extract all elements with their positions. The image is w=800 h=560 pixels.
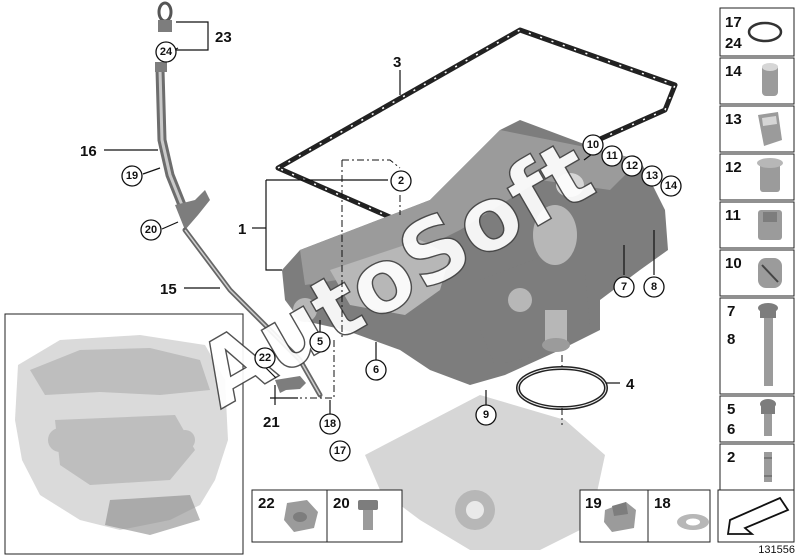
tube-clip: [275, 376, 306, 393]
callout-9: 9: [475, 404, 497, 426]
svg-text:8: 8: [727, 331, 735, 348]
svg-text:11: 11: [725, 207, 741, 224]
label-23: 23: [215, 29, 232, 46]
svg-text:22: 22: [259, 352, 271, 364]
leader-lines: [104, 21, 655, 425]
svg-text:5: 5: [317, 336, 323, 348]
svg-text:2: 2: [398, 175, 404, 187]
label-1: 1: [238, 221, 246, 238]
callout-5: 5: [309, 331, 331, 353]
callout-7: 7: [613, 276, 635, 298]
svg-text:17: 17: [334, 445, 346, 457]
callout-11: 11: [601, 145, 623, 167]
svg-text:17: 17: [725, 14, 742, 31]
callout-6: 6: [365, 359, 387, 381]
svg-text:6: 6: [727, 421, 735, 438]
part-box-2: 2: [719, 443, 795, 491]
svg-text:18: 18: [654, 495, 671, 512]
svg-text:19: 19: [585, 495, 602, 512]
svg-text:12: 12: [626, 160, 638, 172]
callout-17: 17: [329, 440, 351, 462]
callout-13: 13: [641, 165, 663, 187]
parts-sidebar: 17 24 14 13 12 11: [719, 7, 795, 491]
engine-inset: [4, 313, 244, 555]
callout-12: 12: [621, 155, 643, 177]
callout-10: 10: [582, 134, 604, 156]
label-16: 16: [80, 143, 97, 160]
callout-2: 2: [390, 170, 412, 192]
svg-text:7: 7: [621, 281, 627, 293]
part-box-19-18: 19 18: [579, 489, 711, 543]
callout-18: 18: [319, 413, 341, 435]
svg-text:20: 20: [333, 495, 350, 512]
part-box-10: 10: [719, 249, 795, 297]
svg-text:8: 8: [651, 281, 657, 293]
svg-text:12: 12: [725, 159, 742, 176]
svg-text:22: 22: [258, 495, 275, 512]
part-box-14: 14: [719, 57, 795, 105]
nav-arrow-icon[interactable]: [717, 489, 795, 543]
part-box-7-8: 7 8: [719, 297, 795, 395]
main-labels: 23 16 15 1 3 4 21: [80, 29, 635, 431]
part-box-11: 11: [719, 201, 795, 249]
svg-text:2: 2: [727, 449, 735, 466]
svg-text:10: 10: [587, 139, 599, 151]
label-21: 21: [263, 414, 280, 431]
part-box-22-20: 22 20: [251, 489, 403, 543]
label-3: 3: [393, 54, 401, 71]
callout-22: 22: [254, 347, 276, 369]
callout-24: 24: [155, 41, 177, 63]
part-box-5-6: 5 6: [719, 395, 795, 443]
bottom-part-boxes: 22 20 19 18: [251, 489, 795, 543]
svg-text:24: 24: [725, 35, 742, 52]
svg-text:10: 10: [725, 255, 742, 272]
svg-text:19: 19: [126, 170, 138, 182]
callout-14: 14: [660, 175, 682, 197]
part-box-17-24: 17 24: [719, 7, 795, 57]
svg-text:18: 18: [324, 418, 336, 430]
svg-text:14: 14: [725, 63, 742, 80]
svg-text:6: 6: [373, 364, 379, 376]
engine-silhouette: [15, 335, 228, 535]
svg-text:9: 9: [483, 409, 489, 421]
svg-text:13: 13: [646, 170, 658, 182]
svg-text:5: 5: [727, 401, 735, 418]
image-number: 131556: [758, 544, 795, 556]
callout-19: 19: [121, 165, 143, 187]
svg-text:7: 7: [727, 303, 735, 320]
pan-gasket: [275, 27, 678, 228]
circled-labels: 24 19 20 2 10 11 12 13 14 7 8 5 6 9 22 1…: [121, 41, 682, 462]
dipstick-assembly: [155, 1, 323, 398]
svg-text:20: 20: [145, 224, 157, 236]
part-box-13: 13: [719, 105, 795, 153]
pan-baffle: [365, 395, 605, 550]
svg-text:14: 14: [665, 180, 678, 192]
label-15: 15: [160, 281, 177, 298]
svg-text:13: 13: [725, 111, 742, 128]
label-4: 4: [626, 376, 635, 393]
part-box-12: 12: [719, 153, 795, 201]
callout-8: 8: [643, 276, 665, 298]
svg-text:11: 11: [606, 150, 618, 162]
callout-20: 20: [140, 219, 162, 241]
oil-pan: [282, 120, 668, 385]
svg-text:24: 24: [160, 46, 173, 58]
